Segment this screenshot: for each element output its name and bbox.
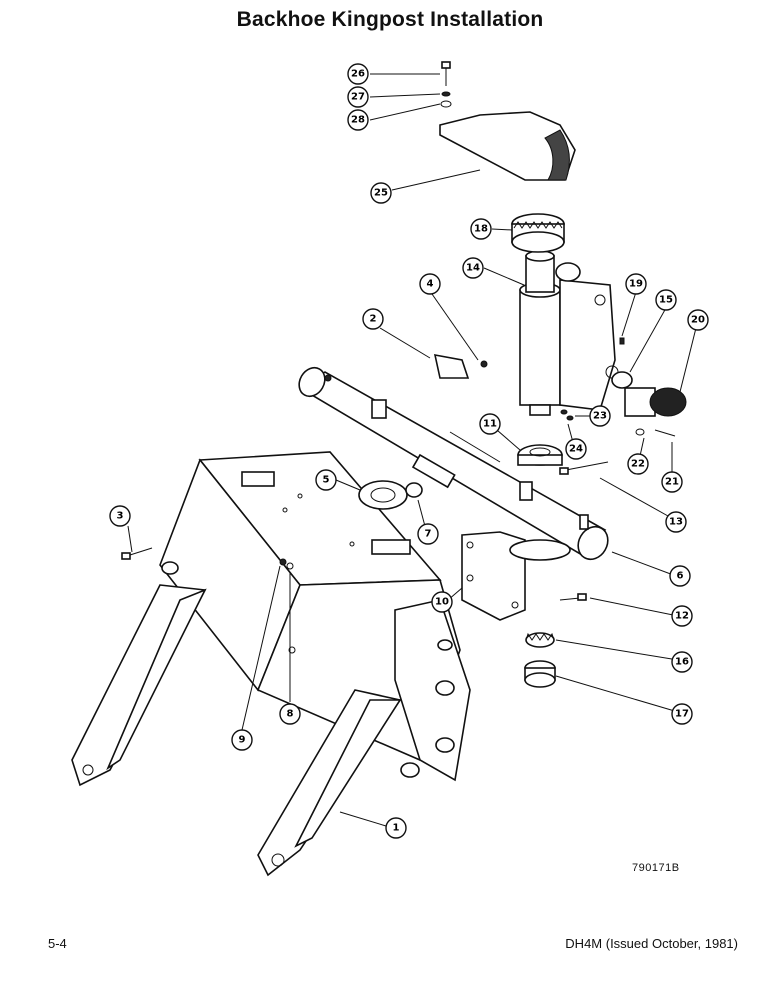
svg-text:6: 6 [677, 571, 684, 582]
callout-15: 15 [655, 289, 677, 311]
cross-tube [298, 366, 609, 561]
callout-26: 26 [347, 63, 369, 85]
svg-text:15: 15 [659, 295, 673, 306]
callout-14: 14 [462, 257, 484, 279]
ring-17 [524, 660, 556, 688]
callout-24: 24 [565, 438, 587, 460]
callout-21: 21 [661, 471, 683, 493]
svg-text:24: 24 [569, 444, 583, 455]
svg-text:2: 2 [370, 314, 377, 325]
bearing-11 [517, 444, 563, 466]
svg-text:27: 27 [351, 92, 365, 103]
callout-13: 13 [665, 511, 687, 533]
callout-10: 10 [431, 591, 453, 613]
svg-text:23: 23 [593, 411, 607, 422]
svg-text:3: 3 [117, 511, 124, 522]
callout-22: 22 [627, 453, 649, 475]
callout-18: 18 [470, 218, 492, 240]
callout-23: 23 [589, 405, 611, 427]
cover-plate [439, 111, 576, 181]
callout-7: 7 [417, 523, 439, 545]
svg-text:25: 25 [374, 188, 388, 199]
callout-11: 11 [479, 413, 501, 435]
callout-27: 27 [347, 86, 369, 108]
gear-16 [525, 632, 555, 648]
svg-text:5: 5 [323, 475, 330, 486]
svg-text:22: 22 [631, 459, 645, 470]
callout-3: 3 [109, 505, 131, 527]
svg-text:21: 21 [665, 477, 679, 488]
callout-19: 19 [625, 273, 647, 295]
callout-28: 28 [347, 109, 369, 131]
page-title: Backhoe Kingpost Installation [236, 8, 544, 31]
callout-20: 20 [687, 309, 709, 331]
callout-6: 6 [669, 565, 691, 587]
pivot-bracket [461, 531, 571, 621]
callout-12: 12 [671, 605, 693, 627]
kingpost [519, 250, 619, 416]
callout-2: 2 [362, 308, 384, 330]
svg-text:9: 9 [239, 735, 246, 746]
callout-9: 9 [231, 729, 253, 751]
svg-text:19: 19 [629, 279, 643, 290]
callout-16: 16 [671, 651, 693, 673]
figure-code: 790171B [632, 862, 680, 874]
document-reference: DH4M (Issued October, 1981) [565, 936, 738, 951]
svg-text:4: 4 [427, 279, 434, 290]
page-number: 5-4 [48, 936, 67, 951]
bracket-2 [433, 353, 488, 379]
svg-text:14: 14 [466, 263, 480, 274]
knob-20 [624, 387, 687, 417]
svg-text:16: 16 [675, 657, 689, 668]
callout-17: 17 [671, 703, 693, 725]
svg-text:10: 10 [435, 597, 449, 608]
svg-text:12: 12 [675, 611, 689, 622]
svg-text:1: 1 [393, 823, 400, 834]
svg-text:26: 26 [351, 69, 365, 80]
svg-text:28: 28 [351, 115, 365, 126]
callout-25: 25 [370, 182, 392, 204]
fasteners [121, 61, 676, 601]
svg-text:18: 18 [474, 224, 488, 235]
callout-1: 1 [385, 817, 407, 839]
bearing-5 [358, 480, 423, 510]
callout-4: 4 [419, 273, 441, 295]
svg-text:13: 13 [669, 517, 683, 528]
callout-5: 5 [315, 469, 337, 491]
bushing-15 [611, 371, 633, 389]
svg-text:17: 17 [675, 709, 689, 720]
svg-text:8: 8 [287, 709, 294, 720]
spline-gear [511, 213, 565, 253]
svg-text:20: 20 [691, 315, 705, 326]
svg-text:7: 7 [425, 529, 432, 540]
svg-text:11: 11 [483, 419, 497, 430]
callout-8: 8 [279, 703, 301, 725]
mounting-frame [71, 451, 471, 877]
